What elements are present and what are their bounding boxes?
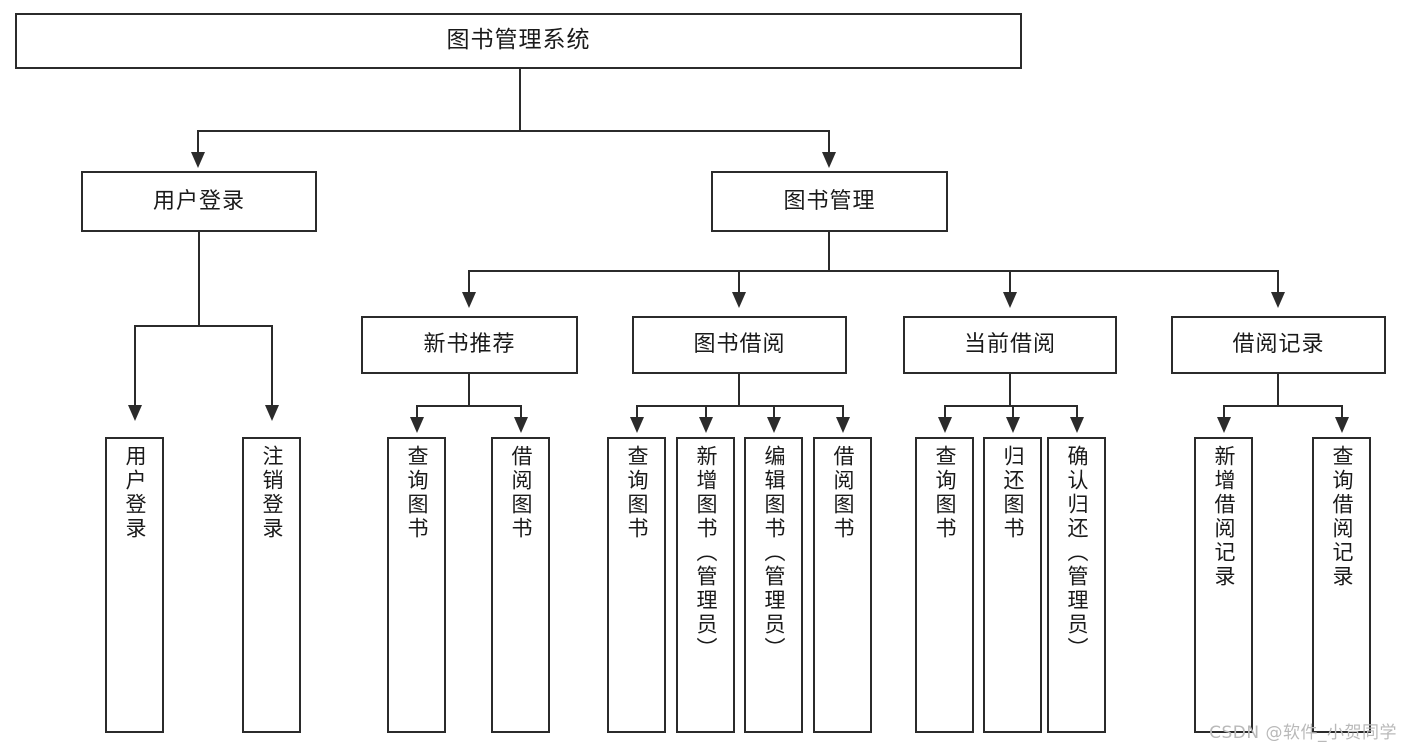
node-leaf-query-borrow-record[interactable]: 查询借阅记录 bbox=[1312, 437, 1371, 733]
edge-drop-user-login-leaf-1 bbox=[271, 325, 273, 409]
node-borrow-record[interactable]: 借阅记录 bbox=[1171, 316, 1386, 374]
edge-drop-book-borrow-leaf-2 bbox=[773, 405, 775, 420]
node-label: 新增图书（管理员） bbox=[694, 445, 718, 661]
edge-drop-book-borrow-leaf-0 bbox=[636, 405, 638, 420]
edge-root-drop-book-management bbox=[828, 130, 830, 158]
edge-drop-user-login-leaf-0 bbox=[134, 325, 136, 409]
node-label: 用户登录 bbox=[123, 445, 147, 541]
node-leaf-borrow-book-recommend[interactable]: 借阅图书 bbox=[491, 437, 550, 733]
arrow-to-book-borrow-leaf-1 bbox=[699, 417, 713, 433]
edge-book-management-stem bbox=[828, 232, 830, 272]
node-leaf-confirm-return-admin[interactable]: 确认归还（管理员） bbox=[1047, 437, 1106, 733]
node-leaf-borrow-book[interactable]: 借阅图书 bbox=[813, 437, 872, 733]
node-label: 编辑图书（管理员） bbox=[762, 445, 786, 661]
edge-root-stem bbox=[519, 69, 521, 131]
edge-drop-borrow-record-leaf-1 bbox=[1341, 405, 1343, 420]
node-label: 图书管理 bbox=[783, 188, 876, 214]
arrow-to-level3-2 bbox=[1003, 292, 1017, 308]
node-user-login[interactable]: 用户登录 bbox=[81, 171, 317, 232]
node-label: 新书推荐 bbox=[423, 332, 516, 358]
node-label: 查询图书 bbox=[933, 445, 957, 541]
arrow-to-new-book-leaf-1 bbox=[514, 417, 528, 433]
node-label: 当前借阅 bbox=[963, 332, 1056, 358]
node-label: 图书管理系统 bbox=[446, 27, 591, 54]
node-label: 确认归还（管理员） bbox=[1065, 445, 1089, 661]
arrow-to-borrow-record-leaf-0 bbox=[1217, 417, 1231, 433]
edge-new-book-busbar bbox=[416, 405, 521, 407]
node-leaf-query-book-recommend[interactable]: 查询图书 bbox=[387, 437, 446, 733]
arrow-to-user-login-leaf-0 bbox=[128, 405, 142, 421]
node-book-management[interactable]: 图书管理 bbox=[711, 171, 948, 232]
edge-drop-level3-1 bbox=[738, 270, 740, 296]
arrow-to-book-borrow-leaf-0 bbox=[630, 417, 644, 433]
arrow-to-current-borrow-leaf-0 bbox=[938, 417, 952, 433]
edge-drop-current-borrow-leaf-1 bbox=[1012, 405, 1014, 420]
edge-current-borrow-busbar bbox=[944, 405, 1077, 407]
arrow-to-book-management bbox=[822, 152, 836, 168]
edge-new-book-stem bbox=[468, 374, 470, 406]
edge-current-borrow-stem bbox=[1009, 374, 1011, 406]
arrow-to-current-borrow-leaf-1 bbox=[1006, 417, 1020, 433]
edge-root-drop-user-login bbox=[197, 130, 199, 158]
node-leaf-return-book[interactable]: 归还图书 bbox=[983, 437, 1042, 733]
edge-book-borrow-busbar bbox=[636, 405, 844, 407]
arrow-to-level3-1 bbox=[732, 292, 746, 308]
node-label: 新增借阅记录 bbox=[1212, 445, 1236, 589]
edge-drop-book-borrow-leaf-1 bbox=[705, 405, 707, 420]
node-leaf-add-borrow-record[interactable]: 新增借阅记录 bbox=[1194, 437, 1253, 733]
node-leaf-user-login[interactable]: 用户登录 bbox=[105, 437, 164, 733]
node-label: 查询借阅记录 bbox=[1330, 445, 1354, 589]
edge-book-borrow-stem bbox=[738, 374, 740, 406]
node-leaf-edit-book-admin[interactable]: 编辑图书（管理员） bbox=[744, 437, 803, 733]
watermark-csdn: CSDN @软件_小贺同学 bbox=[1209, 723, 1397, 743]
node-leaf-query-book-borrow[interactable]: 查询图书 bbox=[607, 437, 666, 733]
node-label: 归还图书 bbox=[1001, 445, 1025, 541]
arrow-to-borrow-record-leaf-1 bbox=[1335, 417, 1349, 433]
node-label: 注销登录 bbox=[260, 445, 284, 541]
edge-user-login-stem bbox=[198, 232, 200, 326]
arrow-to-current-borrow-leaf-2 bbox=[1070, 417, 1084, 433]
node-leaf-add-book-admin[interactable]: 新增图书（管理员） bbox=[676, 437, 735, 733]
node-label: 查询图书 bbox=[625, 445, 649, 541]
node-new-book-recommend[interactable]: 新书推荐 bbox=[361, 316, 578, 374]
edge-book-management-busbar bbox=[468, 270, 1279, 272]
edge-borrow-record-stem bbox=[1277, 374, 1279, 406]
node-label: 图书借阅 bbox=[693, 332, 786, 358]
arrow-to-new-book-leaf-0 bbox=[410, 417, 424, 433]
edge-drop-new-book-leaf-0 bbox=[416, 405, 418, 420]
edge-drop-borrow-record-leaf-0 bbox=[1223, 405, 1225, 420]
node-label: 借阅记录 bbox=[1232, 332, 1325, 358]
node-current-borrow[interactable]: 当前借阅 bbox=[903, 316, 1117, 374]
node-leaf-query-book-current[interactable]: 查询图书 bbox=[915, 437, 974, 733]
edge-drop-level3-3 bbox=[1277, 270, 1279, 296]
arrow-to-level3-0 bbox=[462, 292, 476, 308]
arrow-to-user-login-leaf-1 bbox=[265, 405, 279, 421]
edge-borrow-record-busbar bbox=[1223, 405, 1342, 407]
node-label: 用户登录 bbox=[152, 188, 245, 214]
edge-user-login-busbar bbox=[134, 325, 272, 327]
edge-drop-current-borrow-leaf-0 bbox=[944, 405, 946, 420]
edge-root-busbar bbox=[197, 130, 830, 132]
edge-drop-new-book-leaf-1 bbox=[520, 405, 522, 420]
node-leaf-logout[interactable]: 注销登录 bbox=[242, 437, 301, 733]
edge-drop-book-borrow-leaf-3 bbox=[842, 405, 844, 420]
arrow-to-book-borrow-leaf-2 bbox=[767, 417, 781, 433]
edge-drop-current-borrow-leaf-2 bbox=[1076, 405, 1078, 420]
arrow-to-level3-3 bbox=[1271, 292, 1285, 308]
node-label: 借阅图书 bbox=[509, 445, 533, 541]
node-book-borrow[interactable]: 图书借阅 bbox=[632, 316, 847, 374]
arrow-to-book-borrow-leaf-3 bbox=[836, 417, 850, 433]
node-label: 查询图书 bbox=[405, 445, 429, 541]
edge-drop-level3-2 bbox=[1009, 270, 1011, 296]
edge-drop-level3-0 bbox=[468, 270, 470, 296]
arrow-to-user-login bbox=[191, 152, 205, 168]
node-label: 借阅图书 bbox=[831, 445, 855, 541]
node-root-book-management-system[interactable]: 图书管理系统 bbox=[15, 13, 1022, 69]
